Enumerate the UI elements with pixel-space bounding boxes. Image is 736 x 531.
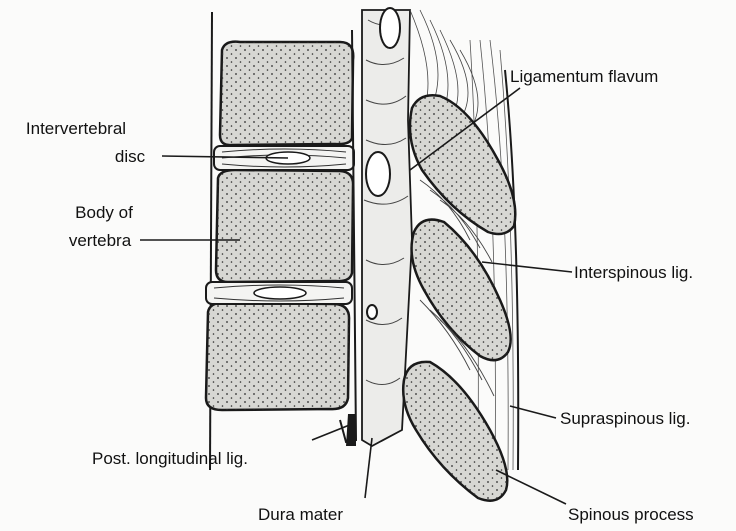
intervertebral-disc-lower xyxy=(206,282,352,304)
vertebral-body-middle xyxy=(216,170,353,282)
spinous-process-middle xyxy=(412,220,511,361)
label-ligamentum-flavum: Ligamentum flavum xyxy=(510,67,658,86)
label-post-longitudinal-lig: Post. longitudinal lig. xyxy=(92,449,248,468)
leader-post-longitudinal-lig xyxy=(312,424,352,440)
posterior-longitudinal-ligament-end xyxy=(346,414,356,446)
label-interspinous-lig: Interspinous lig. xyxy=(574,263,693,282)
spinous-process-upper xyxy=(410,95,515,234)
label-dura-mater: Dura mater xyxy=(258,505,343,524)
leader-dura-mater xyxy=(365,438,372,498)
label-body-of-vertebra-line2: vertebra xyxy=(69,231,132,250)
label-intervertebral-disc-line2: disc xyxy=(115,147,146,166)
vertebral-body-lower xyxy=(206,303,349,410)
label-supraspinous-lig: Supraspinous lig. xyxy=(560,409,690,428)
leader-supraspinous-lig xyxy=(510,406,556,418)
label-intervertebral-disc-line1: Intervertebral xyxy=(26,119,126,138)
label-spinous-process: Spinous process xyxy=(568,505,694,524)
ligament-fibers xyxy=(470,40,513,470)
spinous-process-lower xyxy=(403,362,507,501)
label-body-of-vertebra-line1: Body of xyxy=(75,203,133,222)
leader-interspinous-lig xyxy=(482,262,572,272)
vertebral-body-upper xyxy=(220,42,353,145)
